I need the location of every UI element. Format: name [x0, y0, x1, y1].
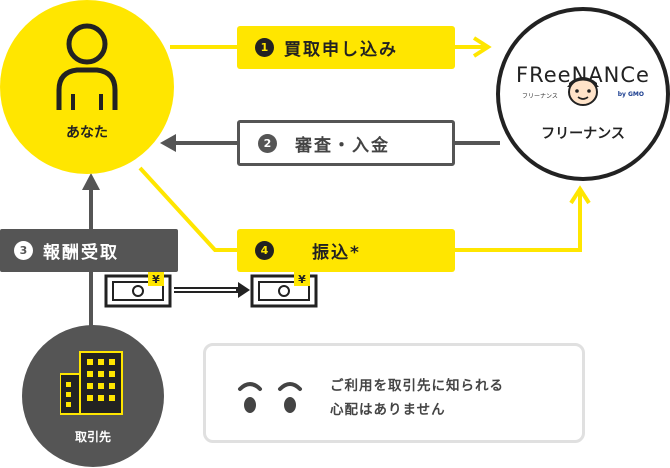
step-label: 買取申し込み: [284, 40, 398, 60]
step-number: 2: [258, 133, 277, 153]
banknote-icon: ¥: [104, 272, 172, 308]
freenance-logo-kana: フリーナンス: [522, 93, 558, 100]
note-text: ご利用を取引先に知られる 心配はありません: [330, 374, 504, 422]
bill-currency: ¥: [152, 273, 160, 286]
building-icon: [60, 351, 123, 415]
node-client-label: 取引先: [74, 430, 111, 444]
note-line-1: ご利用を取引先に知られる: [330, 378, 504, 394]
step-apply: 1 買取申し込み: [237, 26, 455, 69]
arrowhead-transfer: [569, 185, 591, 205]
bill-arrow-head: [238, 282, 250, 298]
arrowhead-apply: [472, 36, 492, 58]
step-receive-payment: 3 報酬受取: [0, 229, 178, 272]
arrowhead-funding: [160, 134, 176, 152]
note-line-2: 心配はありません: [330, 402, 446, 418]
step-number: 4: [255, 241, 274, 260]
step-label: 報酬受取: [43, 243, 119, 263]
eyes-icon: [238, 382, 302, 413]
node-freenance: FReeNANCe フリーナンス by GMO フリーナンス: [496, 7, 670, 181]
bill-currency: ¥: [298, 273, 306, 286]
banknote-icon: ¥: [250, 272, 318, 308]
reassurance-note: ご利用を取引先に知られる 心配はありません: [203, 343, 585, 443]
step-label: 審査・入金: [295, 135, 390, 156]
node-you: あなた: [0, 0, 174, 174]
person-icon: [56, 23, 118, 110]
node-client: 取引先: [22, 325, 164, 467]
step-transfer: 4 振込*: [237, 229, 455, 272]
arrowhead-payment: [82, 173, 100, 190]
step-label: 振込*: [312, 243, 361, 263]
node-freenance-label: フリーナンス: [541, 126, 625, 142]
face-icon: [567, 77, 599, 106]
freenance-logo-by: by GMO: [617, 91, 644, 98]
node-you-label: あなた: [66, 125, 108, 141]
step-number: 3: [14, 241, 33, 260]
step-review-funding: 2 審査・入金: [237, 120, 455, 166]
step-number: 1: [255, 38, 274, 57]
